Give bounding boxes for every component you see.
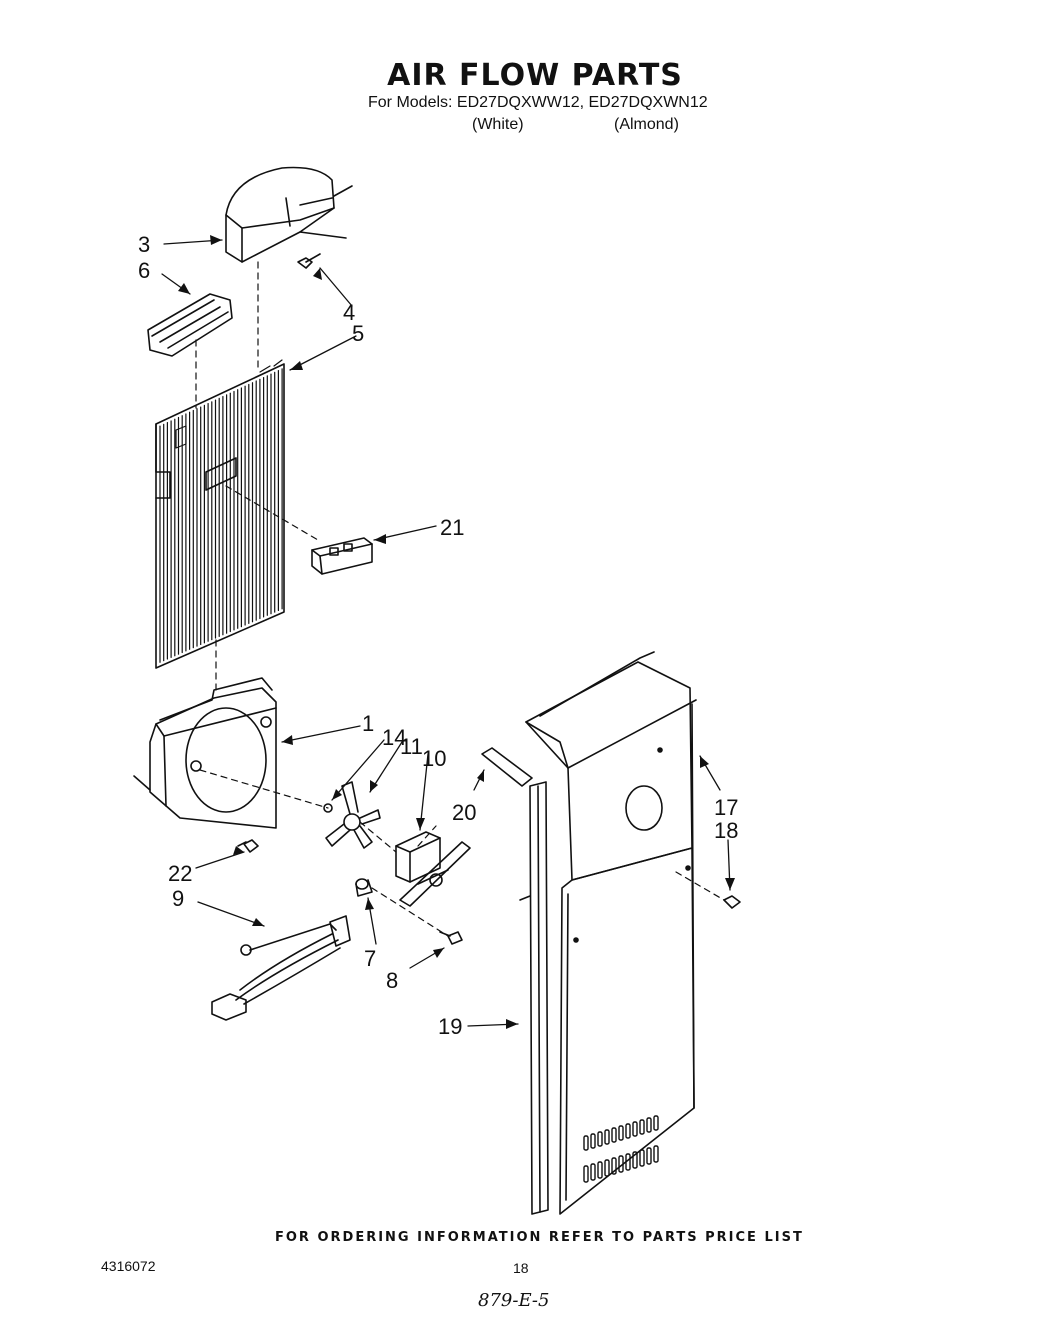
callout-labels: 3 6 4 5 21 1 14 11 10 20 17 18 22 9 7 8 … bbox=[138, 232, 738, 1039]
color-almond-label: (Almond) bbox=[614, 116, 679, 133]
part-6-diffuser bbox=[147, 293, 233, 357]
vent-slot bbox=[583, 1135, 589, 1151]
callout-17: 17 bbox=[714, 795, 738, 820]
vent-slot bbox=[604, 1129, 610, 1145]
part-3-air-duct bbox=[225, 166, 353, 263]
part-14-wire-harness bbox=[211, 915, 351, 1021]
page-title: AIR FLOW PARTS bbox=[387, 58, 683, 93]
vent-slot bbox=[611, 1127, 617, 1143]
vent-slot bbox=[597, 1161, 603, 1179]
vent-slot bbox=[590, 1133, 596, 1149]
vent-slot bbox=[597, 1131, 603, 1147]
callout-9: 14 bbox=[382, 725, 406, 750]
callout-3: 3 bbox=[138, 232, 150, 257]
part-8-fan-blade bbox=[323, 781, 381, 849]
part-18-screw bbox=[675, 871, 741, 909]
vent-slot bbox=[639, 1119, 645, 1135]
vent-slot bbox=[583, 1165, 589, 1183]
part-20-foam-strip bbox=[481, 747, 533, 787]
part-22-screw bbox=[237, 839, 259, 853]
vent-slot bbox=[625, 1153, 631, 1171]
color-white-label: (White) bbox=[472, 116, 524, 133]
page-number: 18 bbox=[513, 1260, 529, 1276]
callout-5: 5 bbox=[352, 321, 364, 346]
vent-slot bbox=[618, 1155, 624, 1173]
callout-8: 11 bbox=[400, 734, 423, 759]
vent-slot bbox=[618, 1125, 624, 1141]
part-7-fan-motor bbox=[395, 831, 471, 907]
leader-lines bbox=[161, 239, 731, 1027]
callout-18: 18 bbox=[714, 818, 738, 843]
part-17-rear-panel bbox=[525, 651, 697, 1215]
ordering-note: FOR ORDERING INFORMATION REFER TO PARTS … bbox=[275, 1230, 804, 1245]
vent-slot bbox=[625, 1123, 631, 1139]
part-19-channel bbox=[519, 781, 549, 1215]
callout-4: 4 bbox=[343, 300, 355, 325]
handwritten-note: 879-E-5 bbox=[478, 1290, 550, 1311]
part-11-screw bbox=[439, 931, 463, 945]
part-4-screw bbox=[297, 253, 321, 269]
callout-1: 1 bbox=[362, 711, 374, 736]
callout-14: 9 bbox=[172, 886, 184, 911]
vent-slot bbox=[604, 1159, 610, 1177]
callout-21: 21 bbox=[440, 515, 464, 540]
vent-slot bbox=[590, 1163, 596, 1181]
vent-slot bbox=[646, 1147, 652, 1165]
callout-19: 19 bbox=[438, 1014, 462, 1039]
callout-7: 10 bbox=[422, 746, 446, 771]
document-number: 4316072 bbox=[101, 1258, 156, 1274]
part-1-fan-shroud bbox=[133, 677, 277, 829]
vent-slot bbox=[632, 1121, 638, 1137]
callout-11: 8 bbox=[386, 968, 398, 993]
callout-20: 20 bbox=[452, 800, 476, 825]
part-21-terminator bbox=[311, 537, 373, 575]
vent-slot bbox=[646, 1117, 652, 1133]
callout-22: 22 bbox=[168, 861, 192, 886]
vent-slot bbox=[653, 1115, 659, 1131]
part-5-evaporator bbox=[155, 359, 285, 669]
models-line: For Models: ED27DQXWW12, ED27DQXWN12 bbox=[368, 94, 708, 111]
assembly-lines-fan bbox=[199, 769, 449, 937]
vent-slot bbox=[653, 1145, 659, 1163]
assembly-lines-top bbox=[195, 261, 319, 691]
vent-slot bbox=[611, 1157, 617, 1175]
callout-10: 7 bbox=[364, 946, 376, 971]
vent-slot bbox=[639, 1149, 645, 1167]
part-10-grommet bbox=[355, 878, 373, 897]
vent-slot bbox=[632, 1151, 638, 1169]
leader-arrowheads bbox=[178, 235, 735, 1029]
callout-6: 6 bbox=[138, 258, 150, 283]
